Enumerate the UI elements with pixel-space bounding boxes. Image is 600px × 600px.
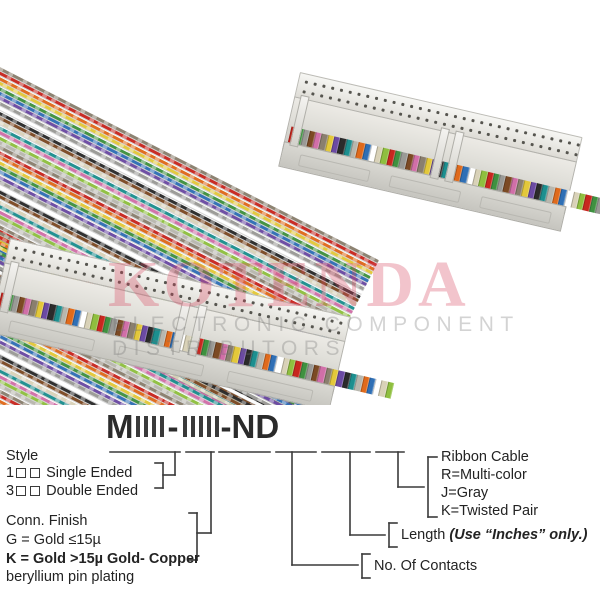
style-label-double: Double Ended xyxy=(46,483,139,499)
pn-box-g2-2 xyxy=(190,415,195,437)
conn-finish-title: Conn. Finish xyxy=(6,513,88,529)
style-checkbox-a1 xyxy=(16,468,27,478)
style-checkbox-b3 xyxy=(30,486,41,496)
length-note: (Use “Inches” only.) xyxy=(449,527,588,543)
pn-group-1 xyxy=(134,415,166,437)
pn-suffix: -ND xyxy=(220,408,280,445)
pn-box-g1-2 xyxy=(143,415,148,437)
style-option-double: 3 Double Ended xyxy=(6,484,138,499)
conn-finish-line-plating: beryllium pin plating xyxy=(6,569,135,585)
style-code-1: 1 xyxy=(6,465,15,481)
pn-box-g1-4 xyxy=(159,415,164,437)
length-label: Length xyxy=(401,527,446,543)
style-title: Style xyxy=(6,448,39,464)
pn-prefix: M xyxy=(106,408,134,445)
pn-box-g2-3 xyxy=(198,415,203,437)
conn-finish-line-g: G = Gold ≤15µ xyxy=(6,532,101,548)
cable-title: Ribbon Cable xyxy=(441,449,529,465)
style-checkbox-a3 xyxy=(16,486,27,496)
leader-lines xyxy=(109,451,438,579)
style-option-single: 1 Single Ended xyxy=(6,466,132,481)
pn-box-g1-3 xyxy=(151,415,156,437)
contacts-label: No. Of Contacts xyxy=(374,558,478,574)
part-number-diagram: M - -ND xyxy=(0,405,600,600)
part-number-row: M - -ND xyxy=(106,410,279,443)
pn-separator: - xyxy=(167,408,179,445)
conn-finish-line-k: K = Gold >15µ Gold- Copper xyxy=(6,551,200,567)
product-photo xyxy=(0,6,600,405)
style-label-single: Single Ended xyxy=(46,465,133,481)
pn-box-g2-5 xyxy=(214,415,219,437)
style-checkbox-b1 xyxy=(30,468,41,478)
pn-group-2 xyxy=(181,415,221,437)
style-code-3: 3 xyxy=(6,483,15,499)
cable-option-j: J=Gray xyxy=(441,485,489,501)
pn-box-g2-4 xyxy=(206,415,211,437)
pn-box-g1-1 xyxy=(135,415,140,437)
cable-option-r: R=Multi-color xyxy=(441,467,527,483)
pn-box-g2-1 xyxy=(182,415,187,437)
cable-option-k: K=Twisted Pair xyxy=(441,503,539,519)
length-row: Length (Use “Inches” only.) xyxy=(401,528,587,543)
